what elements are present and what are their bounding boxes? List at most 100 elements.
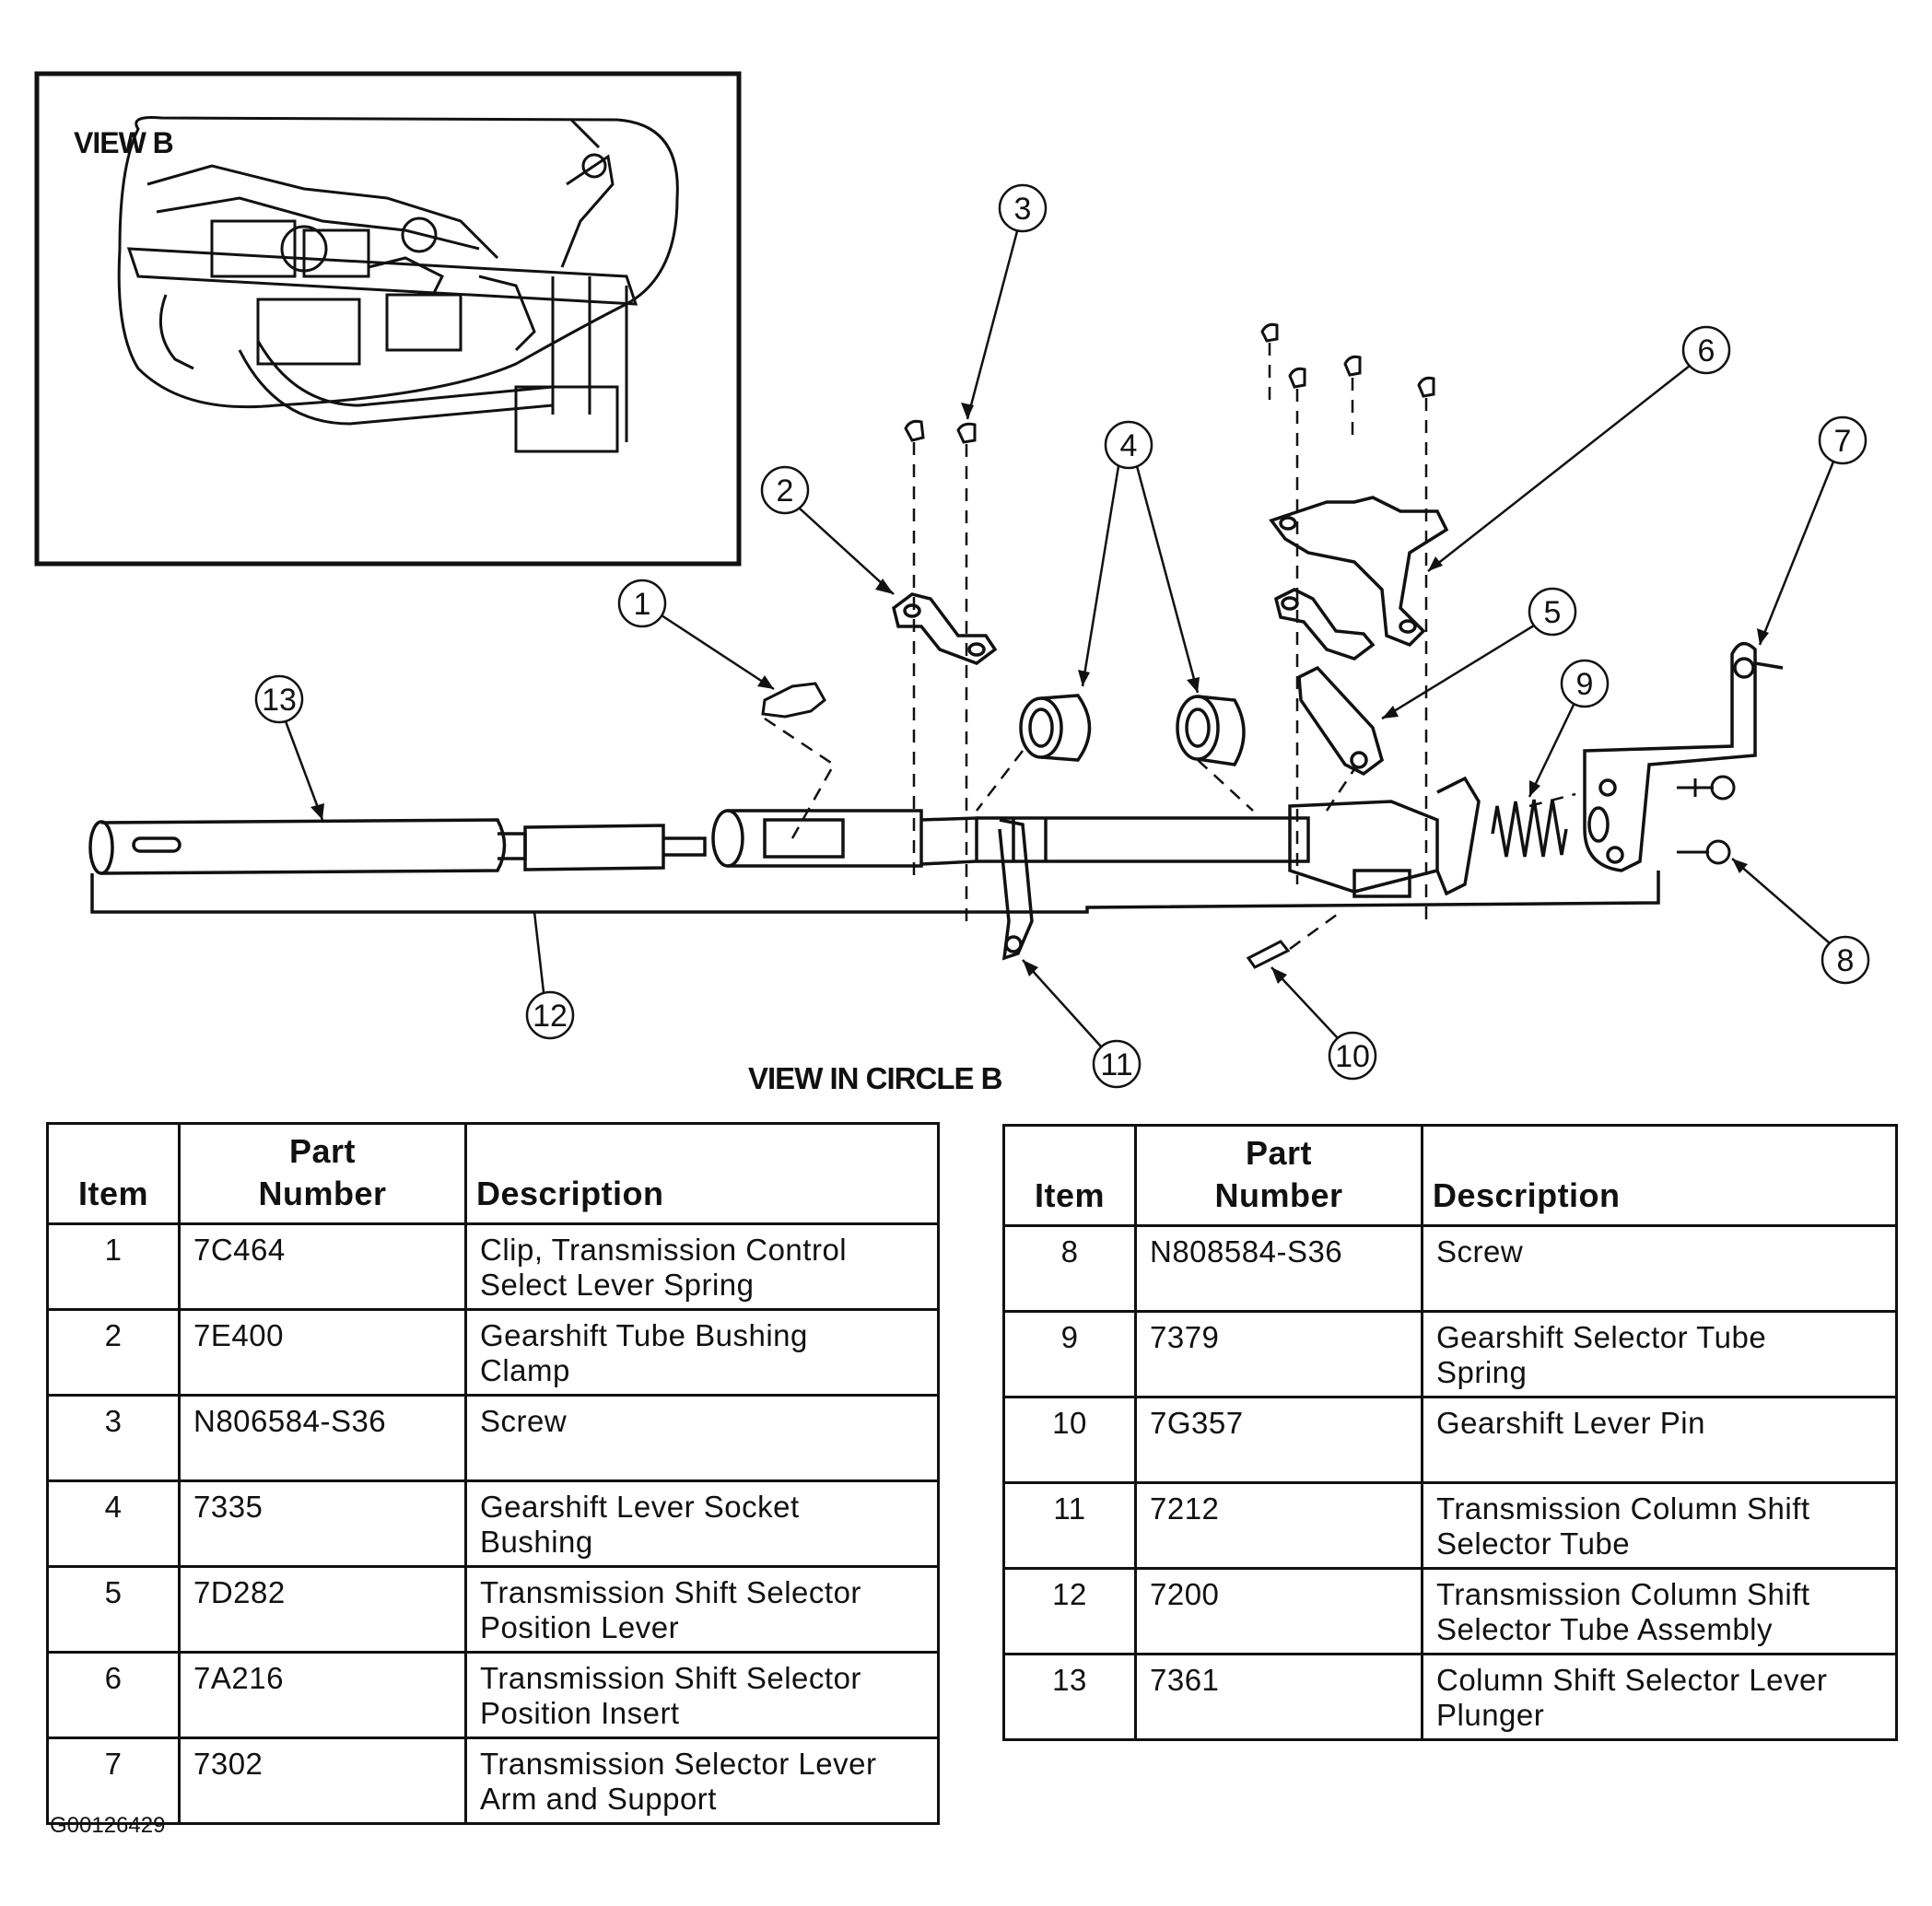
item-number: 10: [1002, 1396, 1137, 1484]
header-description: Description: [464, 1122, 940, 1225]
description-line: Spring: [1436, 1355, 1528, 1389]
callout-2: 2: [777, 474, 794, 509]
callout-11: 11: [1100, 1047, 1132, 1082]
part-number: 7E400: [178, 1308, 467, 1397]
callout-10: 10: [1335, 1039, 1370, 1074]
description-line: Bushing: [480, 1525, 593, 1559]
description-line: [480, 1439, 924, 1474]
item-number: 13: [1002, 1653, 1137, 1741]
view-b-label: VIEW B: [74, 126, 173, 159]
item-number: 4: [46, 1479, 181, 1568]
item-number: 12: [1002, 1567, 1137, 1655]
description-line: Transmission Shift Selector: [480, 1575, 861, 1609]
description: Screw: [464, 1394, 940, 1482]
top-screws: [904, 322, 1435, 444]
callout-3: 3: [1014, 192, 1032, 227]
header-description: Description: [1421, 1124, 1898, 1227]
lever-spring-clip: [761, 682, 826, 719]
selector-lever-arm: [1583, 641, 1784, 872]
gearshift-lever-pin: [1246, 940, 1291, 969]
callouts: 1 2 3 4 5 6 7 8 9 10 11 12 13: [254, 183, 1870, 1089]
description-line: Plunger: [1436, 1698, 1545, 1732]
view-caption: VIEW IN CIRCLE B: [748, 1061, 1003, 1095]
position-lever: [1297, 665, 1385, 777]
callout-8: 8: [1837, 943, 1855, 978]
description-line: Screw: [1436, 1234, 1524, 1269]
description-line: Transmission Column Shift: [1436, 1577, 1810, 1611]
callout-5: 5: [1544, 595, 1562, 630]
part-number: 7212: [1134, 1481, 1423, 1570]
description: Screw: [1421, 1224, 1898, 1313]
item-number: 3: [46, 1394, 181, 1482]
item-number: 1: [46, 1222, 181, 1311]
bushing-clamp: [892, 592, 998, 665]
steering-column-sketch: [126, 118, 638, 453]
part-number: 7335: [178, 1479, 467, 1568]
description-line: Arm and Support: [480, 1782, 717, 1816]
description-line: Column Shift Selector Lever: [1436, 1663, 1828, 1697]
callout-9: 9: [1576, 667, 1594, 702]
item-number: 2: [46, 1308, 181, 1397]
socket-bushings: [1019, 694, 1246, 766]
part-number: 7A216: [178, 1651, 467, 1739]
position-insert: [1269, 496, 1449, 661]
item-number: 11: [1002, 1481, 1137, 1570]
description-line: Transmission Shift Selector: [480, 1661, 861, 1695]
header-item: Item: [46, 1122, 181, 1225]
part-number: 7379: [1134, 1310, 1423, 1398]
part-number: 7D282: [178, 1565, 467, 1654]
item-number: 5: [46, 1565, 181, 1654]
description-line: Screw: [480, 1404, 568, 1438]
callout-4: 4: [1120, 428, 1138, 463]
description-line: Transmission Selector Lever: [480, 1747, 877, 1781]
description-line: Position Lever: [480, 1610, 680, 1644]
description: Gearshift Lever Pin: [1421, 1396, 1898, 1484]
part-number: 7C464: [178, 1222, 467, 1311]
callout-12: 12: [533, 999, 568, 1034]
shift-tube-assembly: [88, 776, 1660, 961]
description-line: Clamp: [480, 1353, 570, 1387]
description-line: Selector Tube: [1436, 1526, 1631, 1561]
callout-6: 6: [1698, 333, 1715, 368]
callout-1: 1: [634, 587, 651, 622]
description-line: Selector Tube Assembly: [1436, 1612, 1774, 1646]
header-item: Item: [1002, 1124, 1137, 1227]
callout-7: 7: [1834, 424, 1852, 459]
part-number: 7200: [1134, 1567, 1423, 1655]
callout-13: 13: [262, 683, 297, 718]
description-line: Gearshift Lever Pin: [1436, 1406, 1705, 1440]
description-line: Gearshift Selector Tube: [1436, 1320, 1767, 1354]
description-line: [1436, 1269, 1882, 1304]
part-number: 7361: [1134, 1653, 1423, 1741]
description-line: Select Lever Spring: [480, 1268, 755, 1302]
part-number: N806584-S36: [178, 1394, 467, 1482]
part-number: 7G357: [1134, 1396, 1423, 1484]
description-line: [1436, 1441, 1882, 1476]
assembly-lines: [764, 343, 1576, 951]
description-line: Transmission Column Shift: [1436, 1491, 1810, 1526]
description-line: Clip, Transmission Control: [480, 1233, 848, 1267]
